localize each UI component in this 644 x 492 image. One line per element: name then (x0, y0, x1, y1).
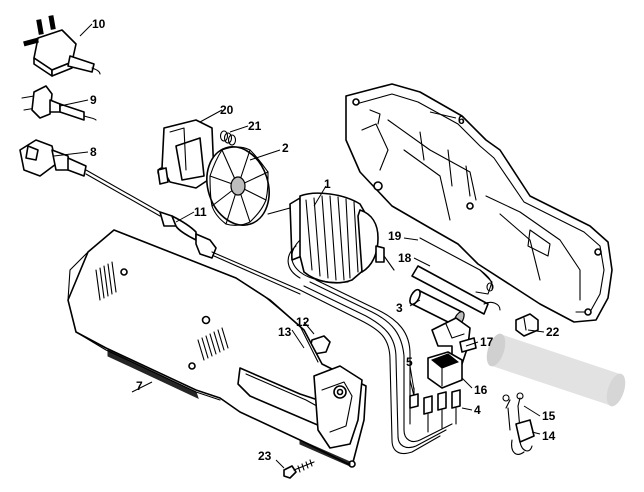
part-10-uk-plug (23, 15, 101, 77)
callout-8: 8 (90, 145, 97, 159)
callout-10: 10 (92, 17, 106, 31)
callout-14: 14 (542, 429, 556, 443)
callout-19: 19 (388, 229, 402, 243)
part-3-cylinder (409, 288, 465, 327)
part-guide-tube (486, 333, 626, 407)
callout-17: 17 (480, 335, 494, 349)
part-20-housing-insert (157, 119, 215, 189)
part-7-housing-half (67, 229, 367, 468)
callout-11: 11 (194, 205, 207, 219)
part-22-clip (515, 313, 539, 337)
part-15-14-suppressor (502, 392, 535, 455)
callout-labels: 10 9 8 20 21 2 6 1 11 19 18 3 22 12 13 1… (90, 17, 560, 463)
part-18-spring-rod (411, 265, 501, 315)
callout-20: 20 (220, 103, 234, 117)
vent-slots-front (197, 327, 229, 361)
part-1-armature (267, 192, 395, 284)
vent-slots-rear (95, 261, 117, 301)
part-2-fan-wheel (206, 146, 270, 226)
part-16-switch (427, 351, 463, 389)
part-23-screw (283, 459, 315, 479)
callout-1: 1 (324, 177, 331, 191)
part-6-housing-shell (345, 83, 613, 323)
callout-2: 2 (282, 141, 289, 155)
callout-13: 13 (278, 325, 292, 339)
callout-5: 5 (406, 355, 413, 369)
part-21-spring (219, 130, 237, 146)
callout-6: 6 (458, 113, 465, 127)
callout-4: 4 (474, 403, 481, 417)
leader-lines (53, 23, 545, 469)
callout-18: 18 (398, 251, 412, 265)
callout-23: 23 (258, 449, 272, 463)
part-19-wire (419, 237, 493, 295)
callout-15: 15 (542, 409, 556, 423)
callout-21: 21 (248, 119, 262, 133)
callout-9: 9 (90, 93, 97, 107)
callout-7: 7 (136, 379, 143, 393)
callout-3: 3 (396, 301, 403, 315)
part-8-schuko-plug-cable (19, 139, 301, 295)
part-9-euro-plug (21, 85, 97, 121)
part-5-4-connectors-wiring (299, 279, 461, 455)
callout-16: 16 (474, 383, 488, 397)
callout-22: 22 (546, 325, 560, 339)
callout-12: 12 (296, 315, 310, 329)
